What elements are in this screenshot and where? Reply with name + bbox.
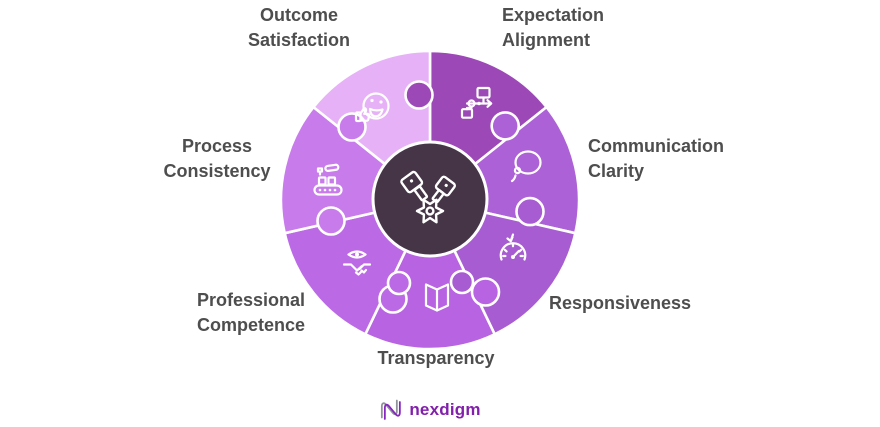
label-process-consistency: Process Consistency: [163, 136, 271, 181]
label-responsiveness: Responsiveness: [549, 293, 692, 313]
puzzle-knob-inner: [386, 270, 412, 296]
puzzle-knob: [490, 111, 521, 141]
label-transparency: Transparency: [377, 348, 495, 368]
puzzle-knob: [470, 277, 501, 307]
nexdigm-logo: nexdigm: [379, 398, 480, 422]
label-communication-clarity: Communication Clarity: [588, 136, 725, 181]
puzzle-knob: [515, 196, 545, 227]
label-outcome-satisfaction: Outcome Satisfaction: [247, 5, 351, 50]
speech-bubble-icon: [510, 150, 542, 183]
engine-pistons-gear-icon: [400, 170, 457, 224]
smiley-thumbs-up-icon: [354, 92, 390, 123]
open-book-icon: [424, 283, 450, 312]
workflow-icon: [460, 86, 493, 119]
puzzle-knob: [404, 80, 434, 110]
factory-conveyor-icon: [313, 163, 343, 196]
center-hub: [371, 140, 489, 258]
label-professional-competence: Professional Competence: [196, 290, 306, 335]
nexdigm-logo-mark: [380, 399, 401, 420]
label-expectation-alignment: Expectation Alignment: [502, 5, 605, 50]
handshake-eye-icon: [342, 250, 372, 276]
speedometer-icon: [499, 233, 527, 261]
nexdigm-logo-text: nexdigm: [409, 400, 481, 419]
puzzle-knob-inner: [449, 269, 475, 295]
puzzle-knob: [316, 206, 346, 236]
